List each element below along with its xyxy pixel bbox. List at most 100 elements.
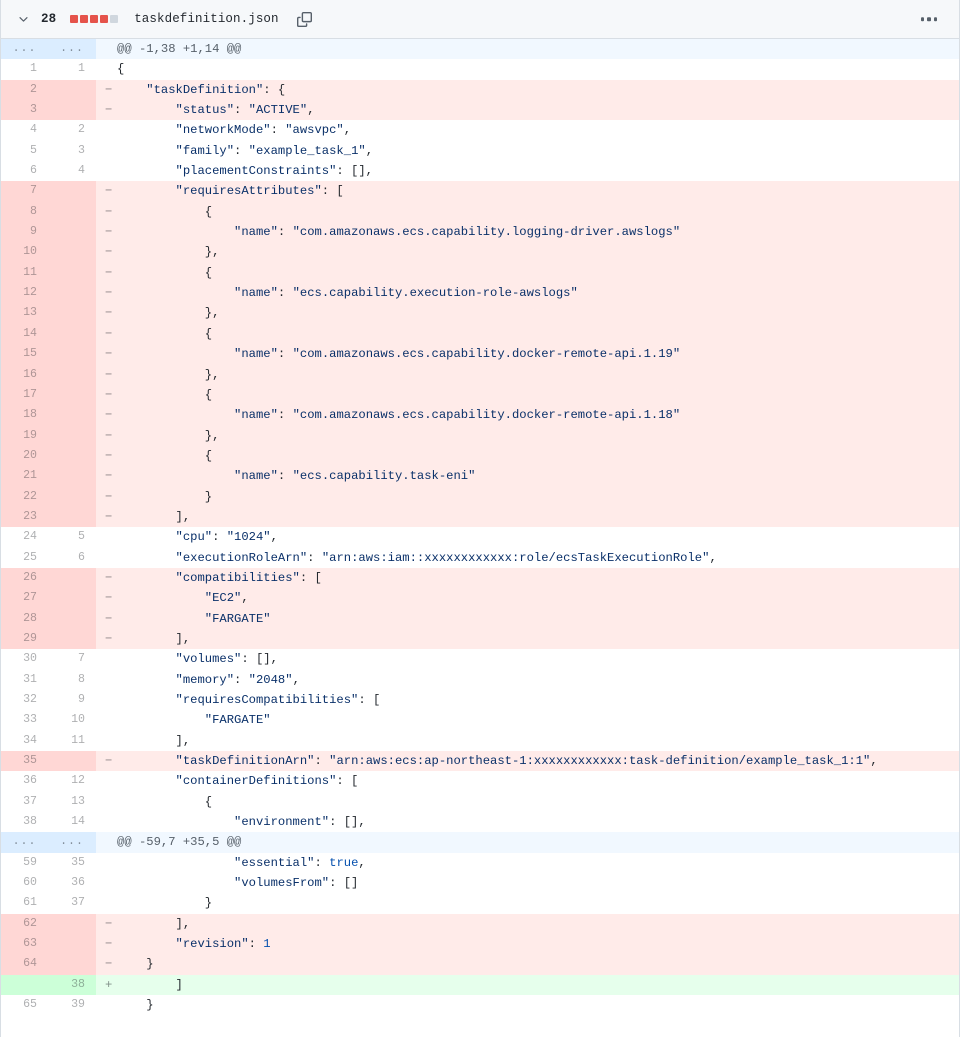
old-line-number[interactable]: 5 [1, 140, 48, 162]
new-line-number[interactable] [48, 913, 96, 935]
old-line-number[interactable]: 10 [1, 242, 48, 263]
old-line-number[interactable]: 12 [1, 283, 48, 304]
new-line-number[interactable] [48, 954, 96, 975]
file-name[interactable]: taskdefinition.json [134, 12, 279, 26]
old-line-number[interactable]: 34 [1, 730, 48, 752]
old-line-number[interactable]: 16 [1, 364, 48, 385]
new-line-number[interactable] [48, 303, 96, 324]
new-line-number[interactable]: 5 [48, 527, 96, 548]
new-line-number[interactable]: 39 [48, 995, 96, 1016]
new-line-number[interactable]: 11 [48, 730, 96, 752]
old-line-number[interactable]: 59 [1, 852, 48, 874]
new-line-number[interactable]: 12 [48, 771, 96, 792]
new-line-number[interactable] [48, 181, 96, 202]
new-line-number[interactable]: ... [48, 39, 96, 60]
new-line-number[interactable] [48, 608, 96, 629]
new-line-number[interactable]: 3 [48, 140, 96, 162]
old-line-number[interactable]: 35 [1, 751, 48, 772]
old-line-number[interactable]: 32 [1, 690, 48, 711]
new-line-number[interactable] [48, 262, 96, 284]
new-line-number[interactable]: 6 [48, 547, 96, 568]
old-line-number[interactable] [1, 974, 48, 996]
old-line-number[interactable]: 64 [1, 954, 48, 975]
old-line-number[interactable]: 15 [1, 344, 48, 365]
new-line-number[interactable]: 37 [48, 893, 96, 914]
old-line-number[interactable]: 2 [1, 79, 48, 101]
new-line-number[interactable] [48, 405, 96, 426]
old-line-number[interactable]: 29 [1, 628, 48, 650]
old-line-number[interactable]: 22 [1, 486, 48, 507]
new-line-number[interactable]: 38 [48, 974, 96, 996]
new-line-number[interactable] [48, 283, 96, 304]
old-line-number[interactable]: 23 [1, 506, 48, 528]
old-line-number[interactable]: 18 [1, 405, 48, 426]
new-line-number[interactable] [48, 934, 96, 955]
old-line-number[interactable]: 65 [1, 995, 48, 1016]
new-line-number[interactable]: 10 [48, 710, 96, 731]
old-line-number[interactable]: 36 [1, 771, 48, 792]
old-line-number[interactable]: 60 [1, 873, 48, 894]
old-line-number[interactable]: 9 [1, 222, 48, 243]
old-line-number[interactable]: 62 [1, 913, 48, 935]
new-line-number[interactable]: 7 [48, 649, 96, 670]
old-line-number[interactable]: 13 [1, 303, 48, 324]
new-line-number[interactable] [48, 222, 96, 243]
new-line-number[interactable] [48, 344, 96, 365]
old-line-number[interactable]: 28 [1, 608, 48, 629]
old-line-number[interactable]: 20 [1, 445, 48, 467]
old-line-number[interactable]: 61 [1, 893, 48, 914]
new-line-number[interactable] [48, 364, 96, 385]
kebab-horizontal-icon[interactable] [917, 13, 942, 25]
new-line-number[interactable] [48, 751, 96, 772]
old-line-number[interactable]: 24 [1, 527, 48, 548]
new-line-number[interactable] [48, 588, 96, 609]
new-line-number[interactable] [48, 384, 96, 406]
old-line-number[interactable]: 37 [1, 791, 48, 813]
old-line-number[interactable]: 26 [1, 567, 48, 589]
old-line-number[interactable]: 19 [1, 425, 48, 446]
old-line-number[interactable]: 21 [1, 466, 48, 487]
old-line-number[interactable]: 33 [1, 710, 48, 731]
old-line-number[interactable]: 1 [1, 59, 48, 80]
old-line-number[interactable]: 7 [1, 181, 48, 202]
new-line-number[interactable]: 35 [48, 852, 96, 874]
new-line-number[interactable] [48, 242, 96, 263]
new-line-number[interactable] [48, 486, 96, 507]
old-line-number[interactable]: ... [1, 39, 48, 60]
new-line-number[interactable] [48, 425, 96, 446]
new-line-number[interactable] [48, 628, 96, 650]
copy-to-clipboard-icon[interactable] [296, 11, 313, 28]
chevron-down-icon[interactable] [15, 11, 31, 27]
new-line-number[interactable] [48, 567, 96, 589]
new-line-number[interactable]: 1 [48, 59, 96, 80]
old-line-number[interactable]: 3 [1, 100, 48, 121]
old-line-number[interactable]: 38 [1, 812, 48, 833]
old-line-number[interactable]: 25 [1, 547, 48, 568]
new-line-number[interactable]: ... [48, 832, 96, 853]
new-line-number[interactable] [48, 201, 96, 223]
old-line-number[interactable]: 8 [1, 201, 48, 223]
old-line-number[interactable]: 14 [1, 323, 48, 345]
old-line-number[interactable]: 30 [1, 649, 48, 670]
old-line-number[interactable]: 17 [1, 384, 48, 406]
new-line-number[interactable]: 13 [48, 791, 96, 813]
old-line-number[interactable]: ... [1, 832, 48, 853]
old-line-number[interactable]: 27 [1, 588, 48, 609]
old-line-number[interactable]: 31 [1, 669, 48, 690]
new-line-number[interactable] [48, 445, 96, 467]
new-line-number[interactable]: 4 [48, 161, 96, 182]
new-line-number[interactable] [48, 79, 96, 101]
new-line-number[interactable] [48, 100, 96, 121]
old-line-number[interactable]: 63 [1, 934, 48, 955]
new-line-number[interactable] [48, 466, 96, 487]
new-line-number[interactable]: 8 [48, 669, 96, 690]
new-line-number[interactable]: 36 [48, 873, 96, 894]
new-line-number[interactable]: 14 [48, 812, 96, 833]
new-line-number[interactable] [48, 323, 96, 345]
new-line-number[interactable]: 9 [48, 690, 96, 711]
new-line-number[interactable]: 2 [48, 120, 96, 141]
old-line-number[interactable]: 6 [1, 161, 48, 182]
old-line-number[interactable]: 4 [1, 120, 48, 141]
old-line-number[interactable]: 11 [1, 262, 48, 284]
new-line-number[interactable] [48, 506, 96, 528]
